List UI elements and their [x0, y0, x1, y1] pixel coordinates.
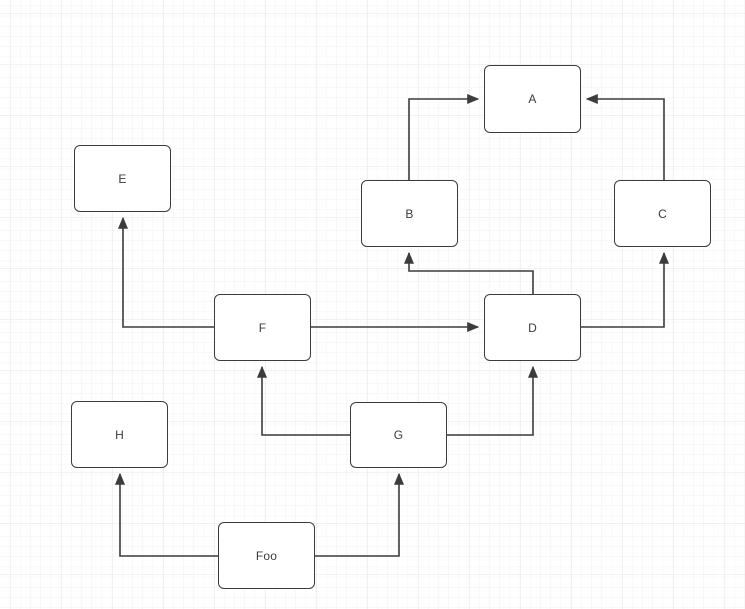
- edge-f-to-e: [117, 216, 214, 328]
- node-a-label: A: [528, 92, 537, 106]
- node-g-label: G: [393, 428, 404, 442]
- edge-g-to-d: [447, 365, 539, 436]
- node-c[interactable]: C: [614, 180, 711, 247]
- edge-d-to-b: [403, 251, 534, 294]
- node-h[interactable]: H: [71, 401, 168, 468]
- node-f[interactable]: F: [214, 294, 311, 361]
- edge-g-to-f: [256, 365, 350, 436]
- node-b[interactable]: B: [361, 180, 458, 247]
- node-b-label: B: [405, 206, 414, 221]
- node-h-label: H: [115, 427, 124, 442]
- node-a[interactable]: A: [484, 65, 581, 133]
- node-f-label: F: [258, 320, 267, 335]
- edge-foo-to-g: [315, 472, 405, 557]
- node-d[interactable]: D: [484, 294, 581, 361]
- node-d-label: D: [528, 320, 537, 335]
- node-e[interactable]: E: [74, 145, 171, 212]
- edge-d-to-c: [581, 251, 670, 328]
- node-foo[interactable]: Foo: [218, 522, 315, 589]
- edge-b-to-a: [408, 93, 480, 180]
- node-e-label: E: [118, 171, 127, 186]
- node-foo-label: Foo: [255, 548, 278, 563]
- node-c-label: C: [658, 206, 667, 221]
- edge-c-to-a: [585, 93, 665, 180]
- node-g[interactable]: G: [350, 402, 447, 468]
- edge-foo-to-h: [114, 472, 218, 557]
